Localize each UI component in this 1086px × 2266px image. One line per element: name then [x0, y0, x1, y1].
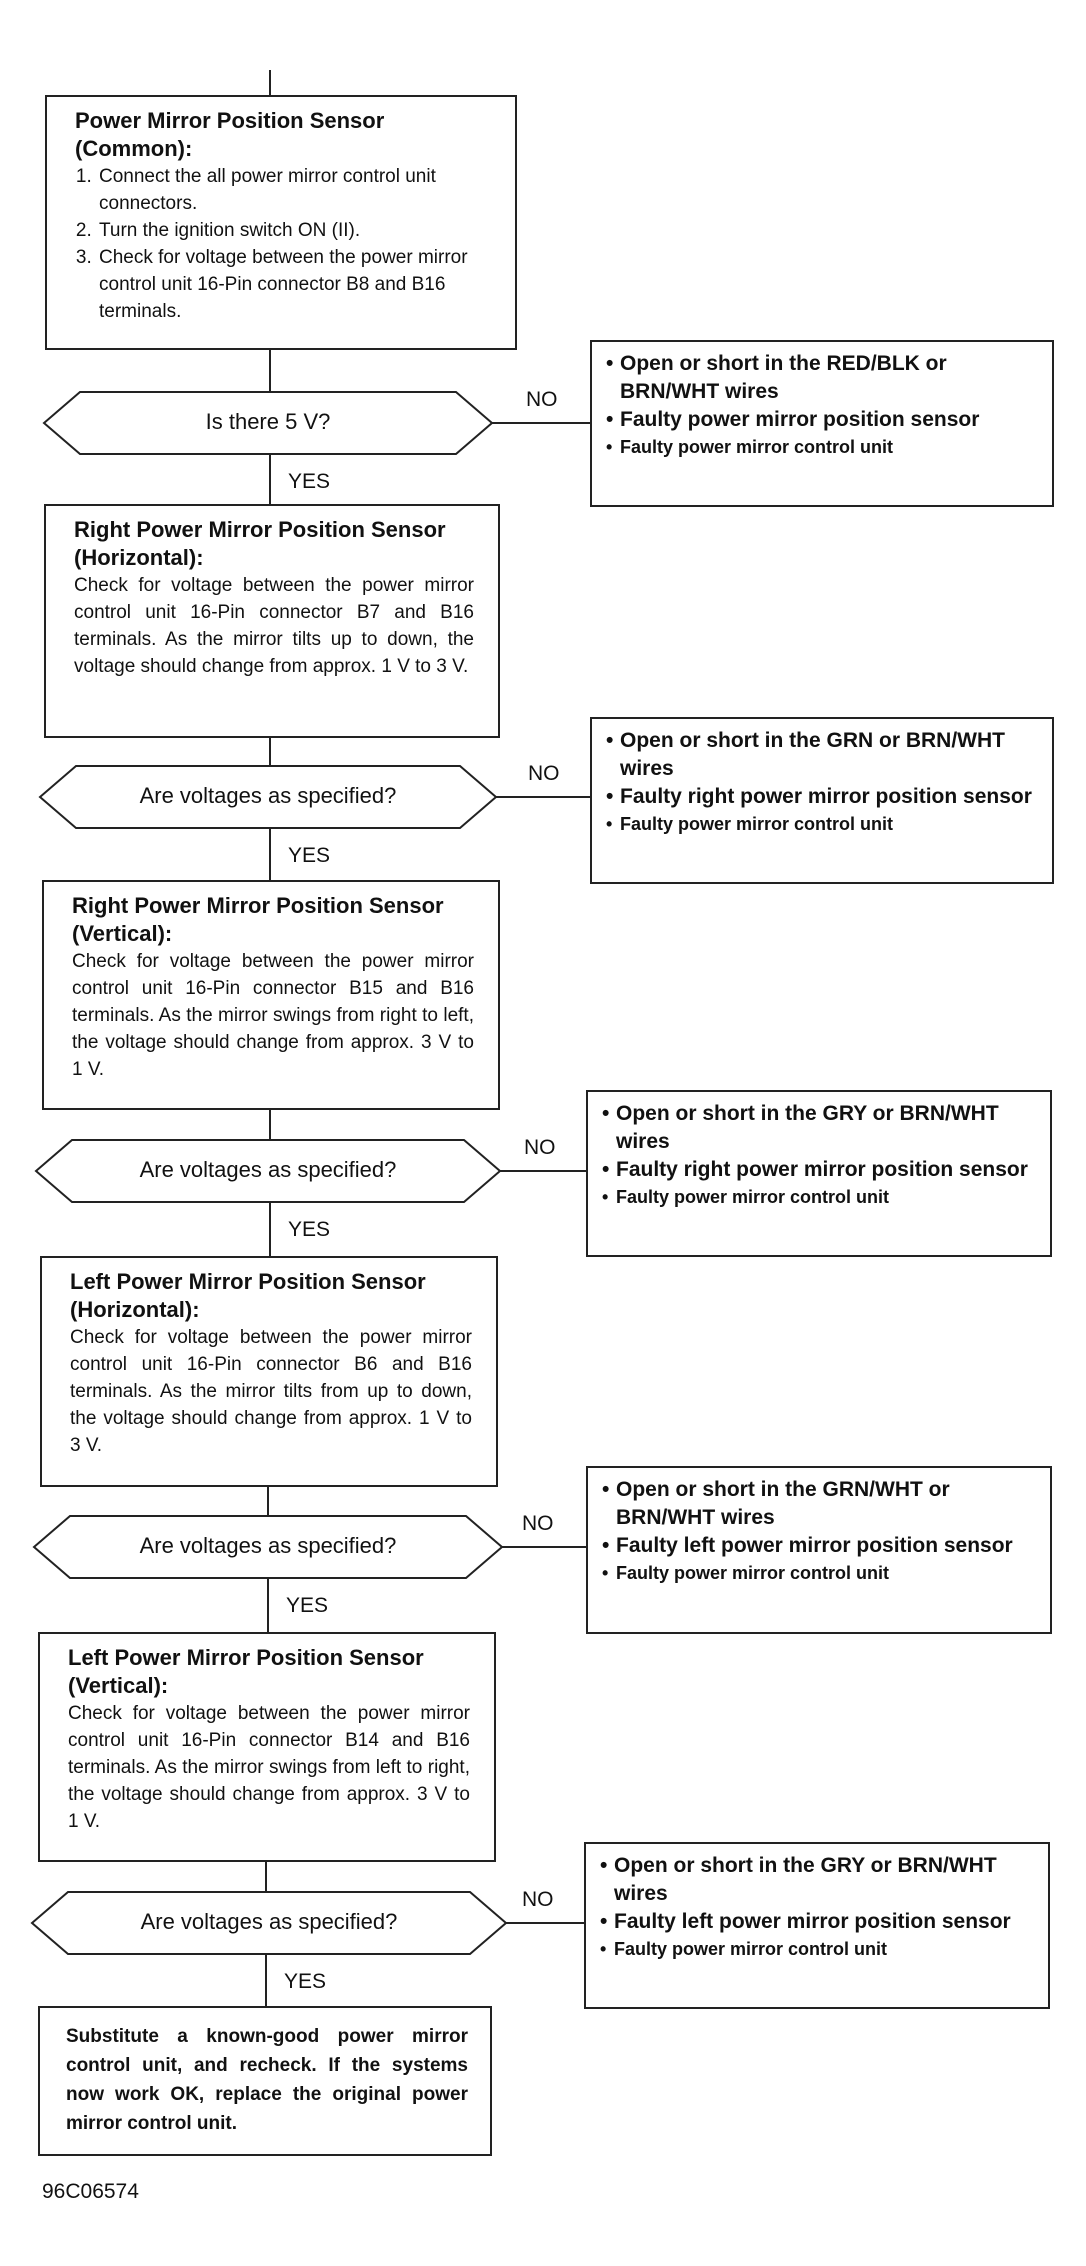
- step-box-common: Power Mirror Position Sensor (Common): C…: [45, 95, 517, 350]
- fault-item: Faulty power mirror position sensor: [606, 406, 1038, 434]
- yes-label-3: YES: [288, 1218, 331, 1241]
- step-item: Connect the all power mirror control uni…: [97, 163, 491, 217]
- step-description: Check for voltage between the power mirr…: [68, 1703, 470, 1832]
- fault-box-2: Open or short in the GRN or BRN/WHT wire…: [590, 717, 1054, 884]
- fault-item: Open or short in the RED/BLK or BRN/WHT …: [606, 350, 1038, 406]
- fault-item: Faulty power mirror control unit: [606, 811, 1038, 837]
- fault-list: Open or short in the RED/BLK or BRN/WHT …: [606, 350, 1038, 460]
- fault-item: Faulty right power mirror position senso…: [606, 783, 1038, 811]
- step-list: Connect the all power mirror control uni…: [75, 163, 491, 325]
- decision-question-2: Are voltages as specified?: [139, 783, 397, 808]
- fault-box-1: Open or short in the RED/BLK or BRN/WHT …: [590, 340, 1054, 507]
- decision-question-3: Are voltages as specified?: [139, 1157, 397, 1182]
- step-box-right-horizontal: Right Power Mirror Position Sensor (Hori…: [44, 504, 500, 738]
- fault-item: Faulty right power mirror position senso…: [602, 1156, 1036, 1184]
- step-title: Power Mirror Position Sensor (Common):: [75, 108, 385, 161]
- step-description: Check for voltage between the power mirr…: [70, 1327, 472, 1456]
- no-label-1: NO: [526, 388, 558, 411]
- step-title: Right Power Mirror Position Sensor (Hori…: [74, 517, 446, 570]
- fault-box-5: Open or short in the GRY or BRN/WHT wire…: [584, 1842, 1050, 2009]
- fault-item: Faulty power mirror control unit: [602, 1560, 1036, 1586]
- fault-item: Open or short in the GRY or BRN/WHT wire…: [602, 1100, 1036, 1156]
- yes-label-4: YES: [286, 1594, 329, 1617]
- decision-question-5: Are voltages as specified?: [140, 1909, 398, 1934]
- step-box-right-vertical: Right Power Mirror Position Sensor (Vert…: [42, 880, 500, 1110]
- fault-item: Open or short in the GRY or BRN/WHT wire…: [600, 1852, 1034, 1908]
- step-title: Right Power Mirror Position Sensor (Vert…: [72, 893, 444, 946]
- figure-id: 96C06574: [42, 2180, 139, 2203]
- fault-item: Faulty left power mirror position sensor: [602, 1532, 1036, 1560]
- fault-list: Open or short in the GRN/WHT or BRN/WHT …: [602, 1476, 1036, 1586]
- fault-item: Faulty power mirror control unit: [606, 434, 1038, 460]
- step-item: Check for voltage between the power mirr…: [97, 244, 491, 325]
- step-box-left-horizontal: Left Power Mirror Position Sensor (Horiz…: [40, 1256, 498, 1487]
- fault-item: Open or short in the GRN/WHT or BRN/WHT …: [602, 1476, 1036, 1532]
- final-action-text: Substitute a known-good power mirror con…: [66, 2026, 468, 2134]
- no-label-2: NO: [528, 762, 560, 785]
- fault-box-4: Open or short in the GRN/WHT or BRN/WHT …: [586, 1466, 1052, 1634]
- yes-label-5: YES: [284, 1970, 327, 1993]
- fault-item: Faulty power mirror control unit: [602, 1184, 1036, 1210]
- no-label-5: NO: [522, 1888, 554, 1911]
- no-label-4: NO: [522, 1512, 554, 1535]
- step-description: Check for voltage between the power mirr…: [74, 575, 474, 677]
- final-action-box: Substitute a known-good power mirror con…: [38, 2006, 492, 2156]
- step-item: Turn the ignition switch ON (II).: [97, 217, 491, 244]
- fault-item: Open or short in the GRN or BRN/WHT wire…: [606, 727, 1038, 783]
- yes-label-1: YES: [288, 470, 331, 493]
- decision-question-4: Are voltages as specified?: [139, 1533, 397, 1558]
- fault-item: Faulty left power mirror position sensor: [600, 1908, 1034, 1936]
- no-label-3: NO: [524, 1136, 556, 1159]
- fault-item: Faulty power mirror control unit: [600, 1936, 1034, 1962]
- decision-question-1: Is there 5 V?: [205, 409, 331, 434]
- fault-list: Open or short in the GRY or BRN/WHT wire…: [600, 1852, 1034, 1962]
- yes-label-2: YES: [288, 844, 331, 867]
- fault-list: Open or short in the GRN or BRN/WHT wire…: [606, 727, 1038, 837]
- step-title: Left Power Mirror Position Sensor (Horiz…: [70, 1269, 426, 1322]
- step-box-left-vertical: Left Power Mirror Position Sensor (Verti…: [38, 1632, 496, 1862]
- fault-list: Open or short in the GRY or BRN/WHT wire…: [602, 1100, 1036, 1210]
- step-description: Check for voltage between the power mirr…: [72, 951, 474, 1080]
- fault-box-3: Open or short in the GRY or BRN/WHT wire…: [586, 1090, 1052, 1257]
- step-title: Left Power Mirror Position Sensor (Verti…: [68, 1645, 424, 1698]
